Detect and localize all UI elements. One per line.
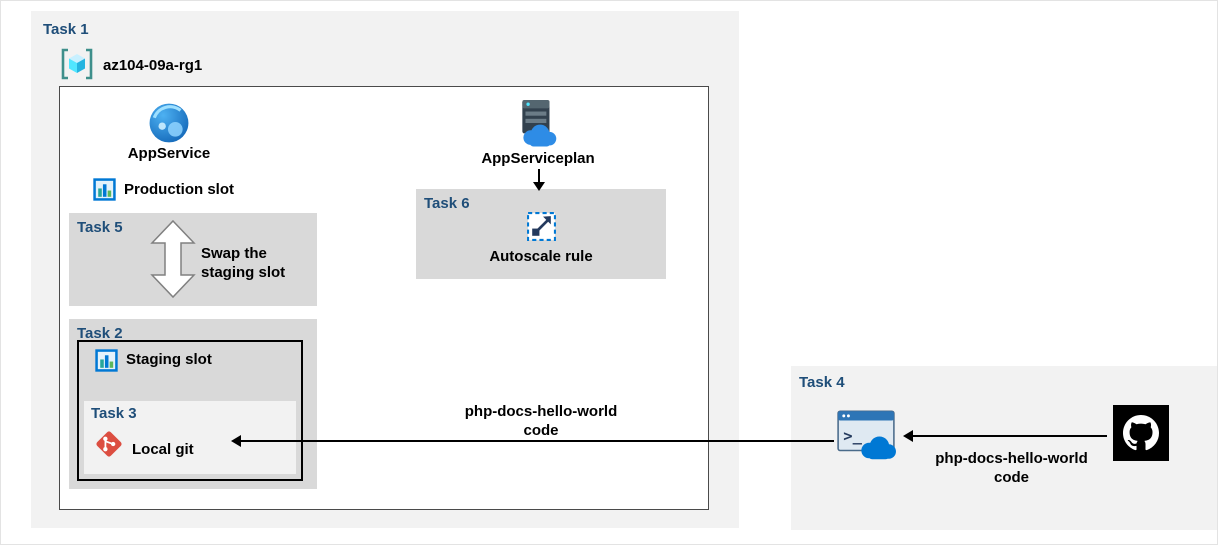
production-slot-icon: [93, 178, 116, 201]
svg-text:>_: >_: [843, 427, 862, 445]
task3-label: Task 3: [91, 405, 137, 422]
production-slot-label: Production slot: [124, 181, 234, 198]
arrow-task4-to-localgit-head: [231, 435, 241, 447]
resource-group-name: az104-09a-rg1: [103, 57, 203, 74]
task5-caption: Swap the staging slot: [201, 245, 286, 281]
task1-label: Task 1: [43, 21, 89, 38]
task5-label: Task 5: [77, 219, 123, 236]
arrow-task4-to-localgit-line: [241, 440, 834, 442]
cloud-shell-icon: >_: [835, 409, 897, 461]
resource-group-icon: [59, 47, 95, 81]
autoscale-icon: [526, 211, 557, 242]
staging-slot-label: Staging slot: [126, 351, 212, 368]
arrow-plan-to-autoscale-head: [533, 182, 545, 191]
swap-arrows-icon: [150, 218, 196, 300]
app-service-plan-icon: [514, 99, 562, 147]
github-icon: [1113, 405, 1169, 461]
staging-outline-box: [77, 340, 303, 481]
task4-label: Task 4: [799, 374, 845, 391]
task5-box: [69, 213, 317, 306]
task6-label: Task 6: [424, 195, 470, 212]
code-note-main: php-docs-hello-world code: [464, 403, 618, 439]
arrow-github-to-cloudshell-head: [903, 430, 913, 442]
app-service-label: AppService: [127, 145, 211, 162]
git-icon: [95, 430, 123, 458]
app-service-plan-label: AppServiceplan: [481, 150, 595, 167]
code-note-task4: php-docs-hello-world code: [935, 450, 1088, 486]
task2-label: Task 2: [77, 325, 123, 342]
app-service-icon: [148, 102, 190, 144]
arrow-github-to-cloudshell-line: [913, 435, 1107, 437]
arrow-plan-to-autoscale-line: [538, 169, 540, 183]
task3-box: [84, 401, 296, 474]
staging-slot-icon: [95, 349, 118, 372]
local-git-label: Local git: [132, 441, 194, 458]
autoscale-rule-label: Autoscale rule: [489, 248, 593, 265]
